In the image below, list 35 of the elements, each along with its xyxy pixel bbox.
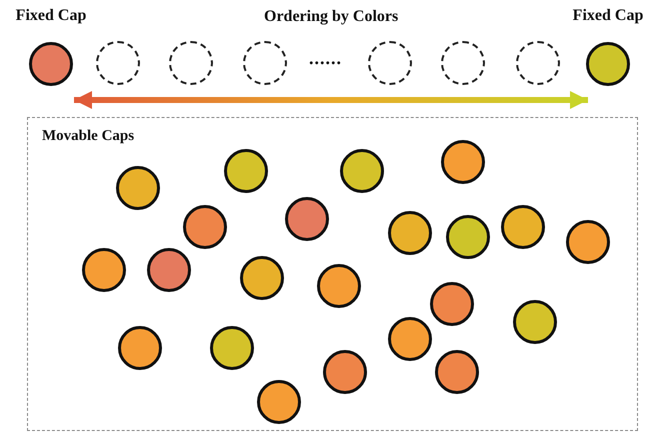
cap-circle <box>446 215 490 259</box>
empty-slot-circle <box>516 41 560 85</box>
cap-circle <box>257 380 301 424</box>
cap-circle <box>566 220 610 264</box>
dashed-frame <box>27 117 638 431</box>
empty-slot-circle <box>368 41 412 85</box>
cap-circle <box>317 264 361 308</box>
cap-circle <box>513 300 557 344</box>
cap-circle <box>240 256 284 300</box>
empty-slot-circle <box>441 41 485 85</box>
empty-slot-circle <box>169 41 213 85</box>
cap-circle <box>210 326 254 370</box>
cap-circle <box>388 317 432 361</box>
cap-circle <box>323 350 367 394</box>
cap-circle <box>118 326 162 370</box>
cap-circle <box>501 205 545 249</box>
cap-circle <box>224 149 268 193</box>
cap-circle <box>430 282 474 326</box>
cap-label: Fixed Cap <box>16 7 86 25</box>
cap-circle <box>388 211 432 255</box>
cap-label: Fixed Cap <box>572 7 644 25</box>
cap-circle <box>147 248 191 292</box>
cap-circle <box>183 205 227 249</box>
cap-circle <box>116 166 160 210</box>
cap-circle <box>441 140 485 184</box>
double-headed-arrow <box>74 91 588 109</box>
empty-slot-circle <box>96 41 140 85</box>
diagram-title: Ordering by Colors <box>264 8 398 26</box>
cap-circle <box>285 197 329 241</box>
frame-title: Movable Caps <box>42 128 134 145</box>
empty-slot-circle <box>243 41 287 85</box>
ellipsis-text: ...... <box>309 48 342 69</box>
cap-circle <box>435 350 479 394</box>
cap-circle <box>82 248 126 292</box>
cap-circle <box>340 149 384 193</box>
